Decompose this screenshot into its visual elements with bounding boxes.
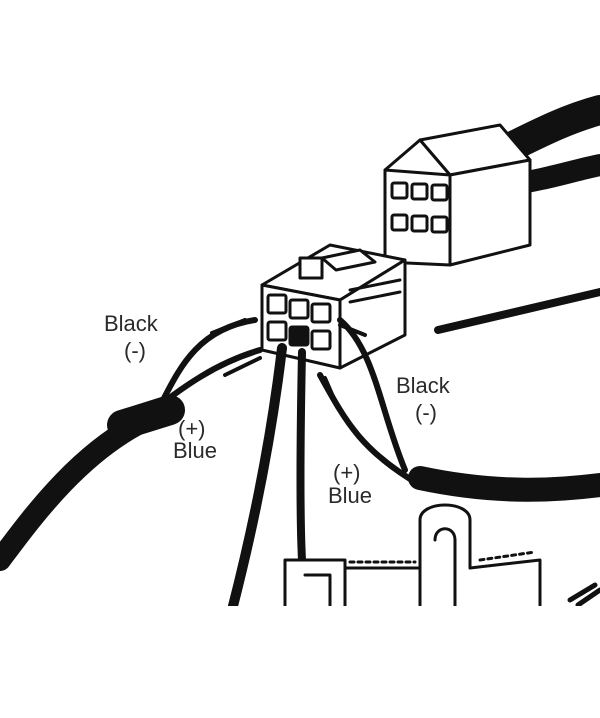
left-blue-polarity-label: (+) bbox=[178, 416, 206, 441]
arrow-marker bbox=[567, 582, 600, 608]
left-black-polarity-label: (-) bbox=[124, 338, 146, 363]
right-blue-polarity-label: (+) bbox=[333, 460, 361, 485]
lower-blank-area bbox=[0, 606, 600, 718]
bottom-component bbox=[283, 503, 542, 612]
right-black-polarity-label: (-) bbox=[415, 400, 437, 425]
right-blue-label: Blue bbox=[328, 483, 373, 508]
right-black-label: Black bbox=[396, 373, 450, 398]
left-black-label: Black bbox=[104, 311, 158, 336]
down-leads bbox=[227, 343, 306, 615]
right-wire-bundle bbox=[317, 317, 600, 502]
harness-bar bbox=[434, 288, 600, 334]
upper-plug-connector bbox=[383, 123, 532, 267]
left-blue-label: Blue bbox=[173, 438, 218, 463]
left-wire-bundle bbox=[0, 317, 263, 571]
